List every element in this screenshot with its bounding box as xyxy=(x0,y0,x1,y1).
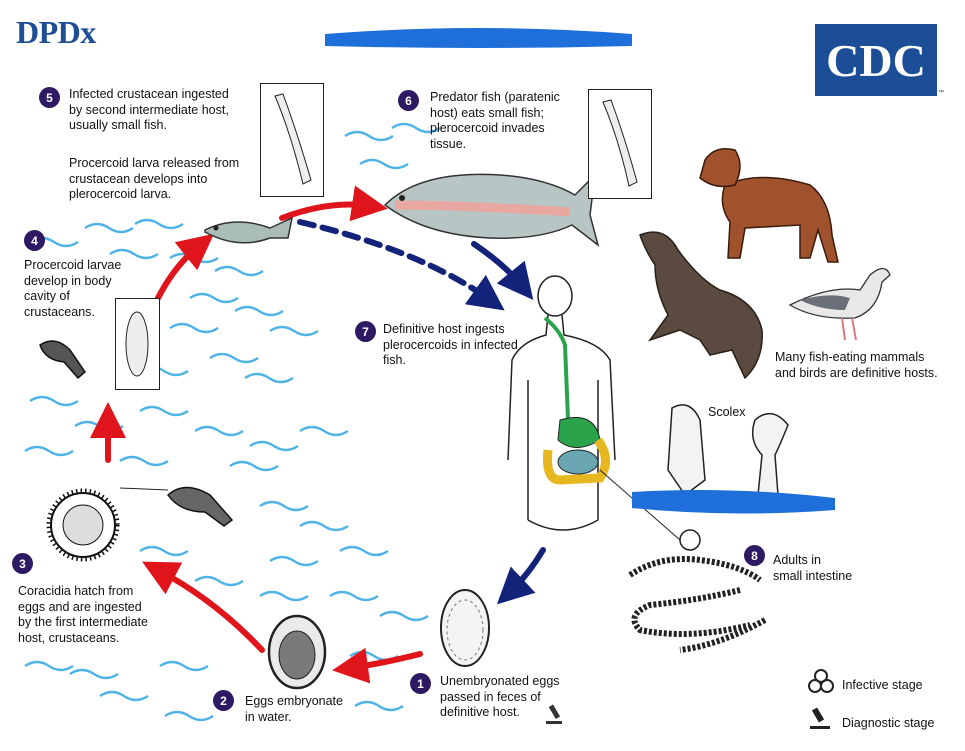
scolex-marker xyxy=(679,529,701,551)
legend-infective-label: Infective stage xyxy=(842,678,923,692)
legend-diagnostic-label: Diagnostic stage xyxy=(842,716,935,730)
procercoid-inset-box xyxy=(115,298,160,390)
embryonated-egg xyxy=(267,614,327,690)
plerocercoid-inset-box-6 xyxy=(588,89,652,199)
biohazard-icon xyxy=(808,669,834,693)
unembryonated-egg xyxy=(440,589,490,667)
step-6-badge: 6 xyxy=(398,90,419,111)
dog xyxy=(699,148,839,263)
redaction-title xyxy=(325,28,632,48)
copepod-large xyxy=(119,486,234,527)
step-8-badge: 8 xyxy=(744,545,765,566)
scolex-label: Scolex xyxy=(708,405,746,419)
red-arrows xyxy=(90,185,423,684)
step-1-badge: 1 xyxy=(410,673,431,694)
step-7-badge: 7 xyxy=(355,321,376,342)
step-4-text: Procercoid larvae develop in body cavity… xyxy=(24,258,122,319)
step-4-badge: 4 xyxy=(24,230,45,251)
predator-fish xyxy=(383,172,600,247)
definitive-hosts-text: Many fish-eating mammals and birds are d… xyxy=(775,350,938,380)
cdc-logo: CDC xyxy=(815,24,937,96)
step-1-text: Unembryonated eggs passed in feces of de… xyxy=(440,674,560,719)
step-5-text: Infected crustacean ingested by second i… xyxy=(69,87,229,132)
redaction-scolex xyxy=(632,490,835,514)
copepod-small xyxy=(39,340,86,380)
step-2-text: Eggs embryonate in water. xyxy=(245,694,343,724)
trademark: ™ xyxy=(938,90,944,96)
scolex-drawings xyxy=(667,404,789,497)
step-6-text: Predator fish (paratenic host) eats smal… xyxy=(430,90,560,151)
small-fish xyxy=(204,216,294,244)
plerocercoid-inset-box-5 xyxy=(260,83,324,197)
microscope-icon-step1 xyxy=(546,704,562,724)
step-3-badge: 3 xyxy=(12,553,33,574)
blue-arrows xyxy=(297,219,546,605)
microscope-icon xyxy=(810,707,830,729)
gull xyxy=(788,267,891,341)
sea-lion xyxy=(639,231,763,380)
step-5-badge: 5 xyxy=(39,87,60,108)
adult-tapeworm xyxy=(628,556,767,653)
step-7-text: Definitive host ingests plerocercoids in… xyxy=(383,322,518,367)
coracidium xyxy=(46,488,120,562)
step-3-text: Coracidia hatch from eggs and are ingest… xyxy=(18,584,148,645)
procercoid-release-text: Procercoid larva released from crustacea… xyxy=(69,156,240,201)
dpdx-logo: DPDx xyxy=(16,14,96,50)
step-2-badge: 2 xyxy=(213,690,234,711)
human-figure xyxy=(507,275,616,531)
step-8-text: Adults in small intestine xyxy=(773,553,853,583)
digestive-tract xyxy=(543,316,681,541)
